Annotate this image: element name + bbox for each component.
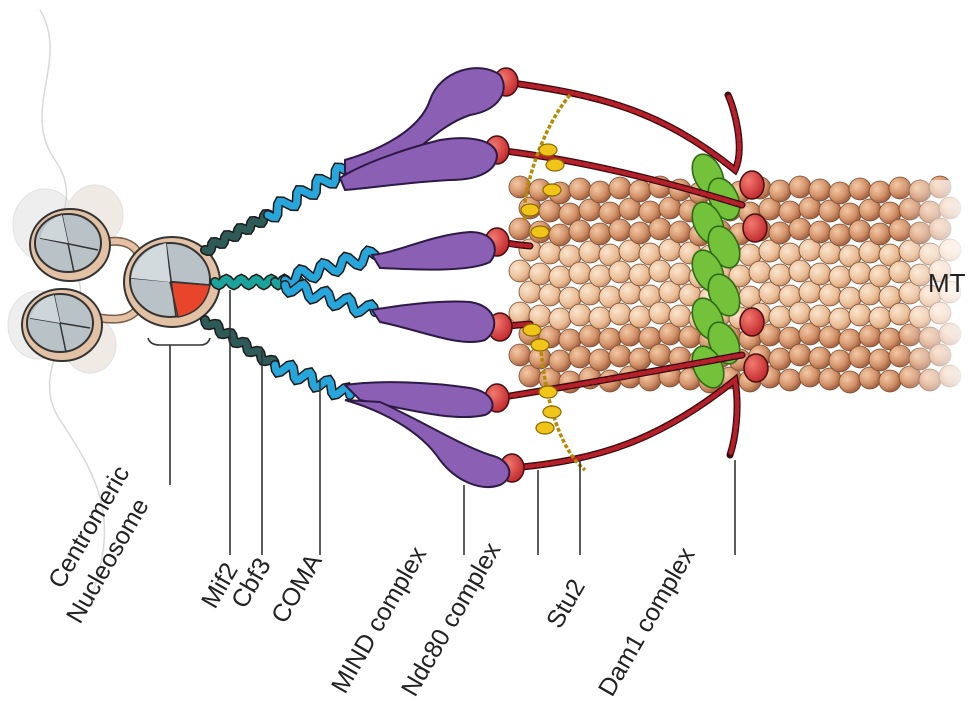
tubulin-bead — [789, 302, 811, 324]
tubulin-bead — [609, 177, 631, 199]
tubulin-bead — [649, 344, 671, 366]
tubulin-bead — [649, 260, 671, 282]
tubulin-bead — [589, 307, 611, 329]
tubulin-bead — [549, 350, 571, 372]
tubulin-bead — [869, 349, 891, 371]
tubulin-bead — [869, 223, 891, 245]
tubulin-bead — [879, 370, 901, 392]
tubulin-bead — [869, 265, 891, 287]
tubulin-bead — [769, 222, 791, 244]
tubulin-bead — [649, 302, 671, 324]
tubulin-bead — [789, 176, 811, 198]
tubulin-bead — [509, 302, 531, 324]
tubulin-bead — [629, 264, 651, 286]
tubulin-bead — [809, 305, 831, 327]
tubulin-bead — [609, 303, 631, 325]
tubulin-bead — [789, 344, 811, 366]
tubulin-bead — [849, 262, 871, 284]
tubulin-bead — [629, 180, 651, 202]
tubulin-bead — [569, 346, 591, 368]
tubulin-bead — [849, 304, 871, 326]
tubulin-bead — [789, 260, 811, 282]
tubulin-bead — [829, 308, 851, 330]
tubulin-bead — [849, 178, 871, 200]
label-mt: MT — [928, 268, 966, 298]
tubulin-bead — [549, 224, 571, 246]
tubulin-bead — [589, 349, 611, 371]
tubulin-bead — [629, 306, 651, 328]
tubulin-bead — [649, 218, 671, 240]
tubulin-bead — [549, 266, 571, 288]
label-dam1-complex: Dam1 complex — [593, 542, 701, 701]
tubulin-bead — [569, 220, 591, 242]
tubulin-bead — [509, 260, 531, 282]
tubulin-bead — [829, 182, 851, 204]
tubulin-bead — [839, 371, 861, 393]
tubulin-bead — [809, 221, 831, 243]
tubulin-bead — [829, 224, 851, 246]
tubulin-bead — [669, 221, 691, 243]
tubulin-bead — [769, 306, 791, 328]
nucleosome-lower — [22, 289, 102, 361]
tubulin-bead — [549, 308, 571, 330]
tubulin-bead — [829, 350, 851, 372]
tubulin-bead — [869, 307, 891, 329]
tubulin-bead — [589, 223, 611, 245]
tubulin-bead — [569, 304, 591, 326]
tubulin-bead — [589, 265, 611, 287]
tubulin-bead — [589, 181, 611, 203]
tubulin-bead — [749, 261, 771, 283]
label-stu2: Stu2 — [541, 574, 591, 633]
tubulin-bead — [609, 219, 631, 241]
tubulin-bead — [509, 344, 531, 366]
mind-complexes — [340, 68, 509, 487]
tubulin-bead — [769, 180, 791, 202]
tubulin-bead — [529, 263, 551, 285]
label-coma: COMA — [266, 549, 328, 628]
nucleosome-upper — [30, 209, 110, 281]
tubulin-bead — [809, 179, 831, 201]
tubulin-bead — [609, 345, 631, 367]
tubulin-bead — [829, 266, 851, 288]
tubulin-bead — [789, 218, 811, 240]
tubulin-bead — [769, 348, 791, 370]
tubulin-bead — [569, 178, 591, 200]
tubulin-bead — [869, 181, 891, 203]
tubulin-bead — [629, 348, 651, 370]
tubulin-bead — [669, 263, 691, 285]
tubulin-bead — [569, 262, 591, 284]
tubulin-bead — [669, 305, 691, 327]
tubulin-bead — [809, 347, 831, 369]
tubulin-bead — [769, 264, 791, 286]
tubulin-bead — [849, 220, 871, 242]
tubulin-bead — [609, 261, 631, 283]
tubulin-bead — [809, 263, 831, 285]
tubulin-bead — [629, 222, 651, 244]
tubulin-bead — [849, 346, 871, 368]
tubulin-bead — [509, 218, 531, 240]
tubulin-bead — [779, 369, 801, 391]
